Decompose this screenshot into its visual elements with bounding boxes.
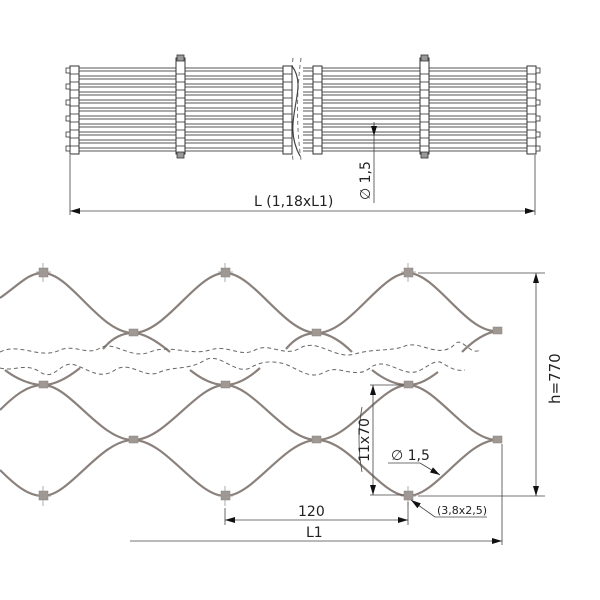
ferrule-centerlines [36, 263, 416, 506]
break-lines [0, 341, 481, 376]
ferrules [38, 267, 503, 501]
length-label: L (1,18xL1) [254, 194, 333, 210]
top-view-bundle [65, 54, 541, 161]
mesh-pitch-label: 120 [298, 504, 325, 520]
height-label: h=770 [546, 353, 564, 404]
mesh-length-label: L1 [306, 525, 323, 541]
top-view-dimensions [69, 122, 536, 215]
ferrule-size-label: (3,8x2,5) [437, 504, 487, 517]
mesh-view [0, 263, 503, 506]
wire-diameter-label-top: ∅ 1,5 [358, 161, 374, 200]
mesh-rows-label: 11x70 [357, 418, 373, 462]
mesh-dimensions [130, 272, 545, 545]
wire-diameter-label-mesh: ∅ 1,5 [391, 448, 430, 464]
